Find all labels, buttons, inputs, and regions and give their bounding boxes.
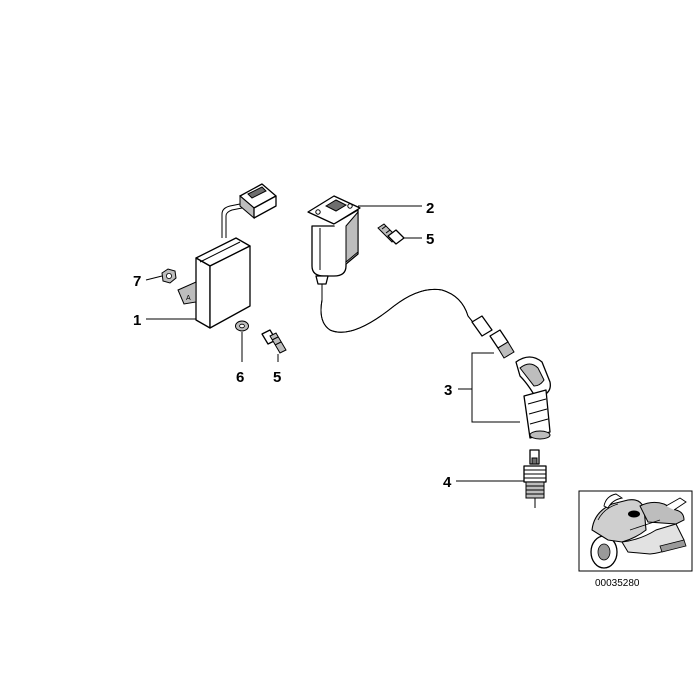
- motorcycle-inset: 00035280: [578, 490, 693, 589]
- svg-text:A: A: [186, 295, 191, 302]
- callout-7: 7: [133, 273, 141, 290]
- spark-plug: [523, 449, 547, 508]
- control-unit-cable: [221, 203, 241, 238]
- leader-7: [145, 275, 163, 281]
- spark-plug-connector-set: [489, 329, 551, 440]
- control-unit-side: [195, 257, 211, 329]
- leader-lines: [145, 205, 524, 482]
- inset-part-number: 00035280: [595, 578, 640, 589]
- callout-1: 1: [133, 312, 141, 329]
- control-unit-connector: [239, 183, 277, 220]
- ignition-coil: [307, 195, 493, 337]
- washer-part-6: [235, 320, 249, 332]
- control-unit-cable-edge: [225, 207, 243, 238]
- control-unit-bracket: [177, 281, 197, 305]
- leader-3-bracket: [471, 352, 520, 423]
- callout-2: 2: [426, 200, 434, 217]
- screw-part-5-lower: [261, 329, 287, 354]
- callout-5-lower: 5: [273, 369, 281, 386]
- motorcycle-icon: [590, 493, 687, 569]
- callout-3: 3: [444, 382, 452, 399]
- coil-nipple: [315, 275, 329, 285]
- callout-6: 6: [236, 369, 244, 386]
- spark-plug-cap: [515, 356, 551, 440]
- callout-4: 4: [443, 474, 452, 491]
- control-unit-front: [209, 245, 251, 329]
- lead-end: [471, 315, 493, 337]
- callout-5-upper: 5: [426, 231, 434, 248]
- nut-part-7: [161, 268, 177, 284]
- ignition-control-unit: A: [177, 183, 277, 329]
- callout-numbers: 7 1 6 5 2 5 3 4: [133, 200, 452, 491]
- screw-part-5-upper: [377, 223, 405, 245]
- connector-ferrule: [489, 329, 515, 359]
